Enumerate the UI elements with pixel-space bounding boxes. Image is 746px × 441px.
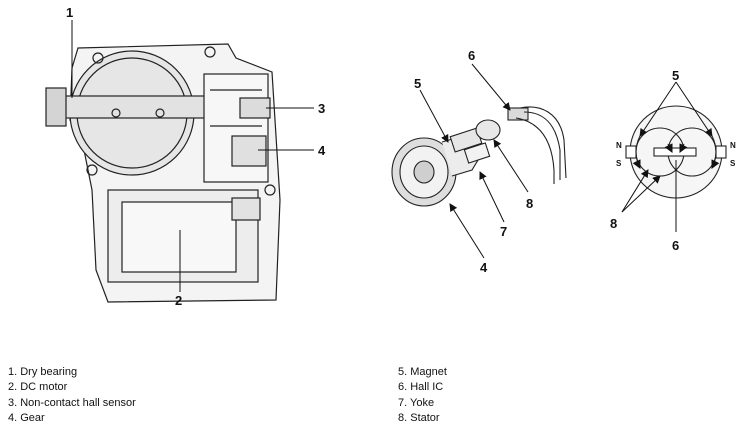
throttle-body-assembly: [45, 43, 281, 303]
legend-item: 5. Magnet: [398, 366, 447, 378]
magnet-field-schematic: [625, 105, 727, 199]
pole-s-left: S: [616, 159, 622, 168]
pole-s-right: S: [730, 159, 736, 168]
callout-8-exploded: 8: [526, 196, 533, 211]
yoke-part: [463, 142, 491, 164]
callout-7-exploded: 7: [500, 224, 507, 239]
callout-1: 1: [66, 5, 73, 20]
pole-n-left: N: [616, 141, 622, 150]
exploded-sensor-view: [391, 106, 567, 207]
callout-6-magnet: 6: [672, 238, 679, 253]
component-diagram: 1 2 3 4 5 6 7 8 4: [45, 5, 736, 308]
callout-5-exploded: 5: [414, 76, 421, 91]
callout-2: 2: [175, 293, 182, 308]
gear-block: [231, 135, 267, 167]
hall-sensor-block: [239, 97, 271, 119]
hall-ic-element: [653, 147, 697, 157]
legend-item: 1. Dry bearing: [8, 366, 78, 378]
callout-8-magnet: 8: [610, 216, 617, 231]
legend-item: 3. Non-contact hall sensor: [8, 396, 136, 409]
legend-item: 8. Stator: [398, 411, 440, 424]
legend-item: 7. Yoke: [398, 396, 435, 409]
callout-6-exploded: 6: [468, 48, 475, 63]
legend-item: 4. Gear: [8, 411, 45, 424]
callout-4: 4: [318, 143, 326, 158]
legend-left: 1. Dry bearing 2. DC motor 3. Non-contac…: [8, 365, 136, 426]
callout-3: 3: [318, 101, 325, 116]
callout-4-exploded: 4: [480, 260, 488, 275]
hall-ic-part: [507, 107, 529, 121]
stator-part: [475, 119, 501, 141]
pole-n-right: N: [730, 141, 736, 150]
legend-item: 6. Hall IC: [398, 381, 444, 394]
legend-item: 2. DC motor: [8, 381, 68, 394]
dry-bearing-shaft: [51, 95, 225, 119]
callout-5-magnet: 5: [672, 68, 679, 83]
legend-right: 5. Magnet 6. Hall IC 7. Yoke 8. Stator: [398, 365, 447, 426]
